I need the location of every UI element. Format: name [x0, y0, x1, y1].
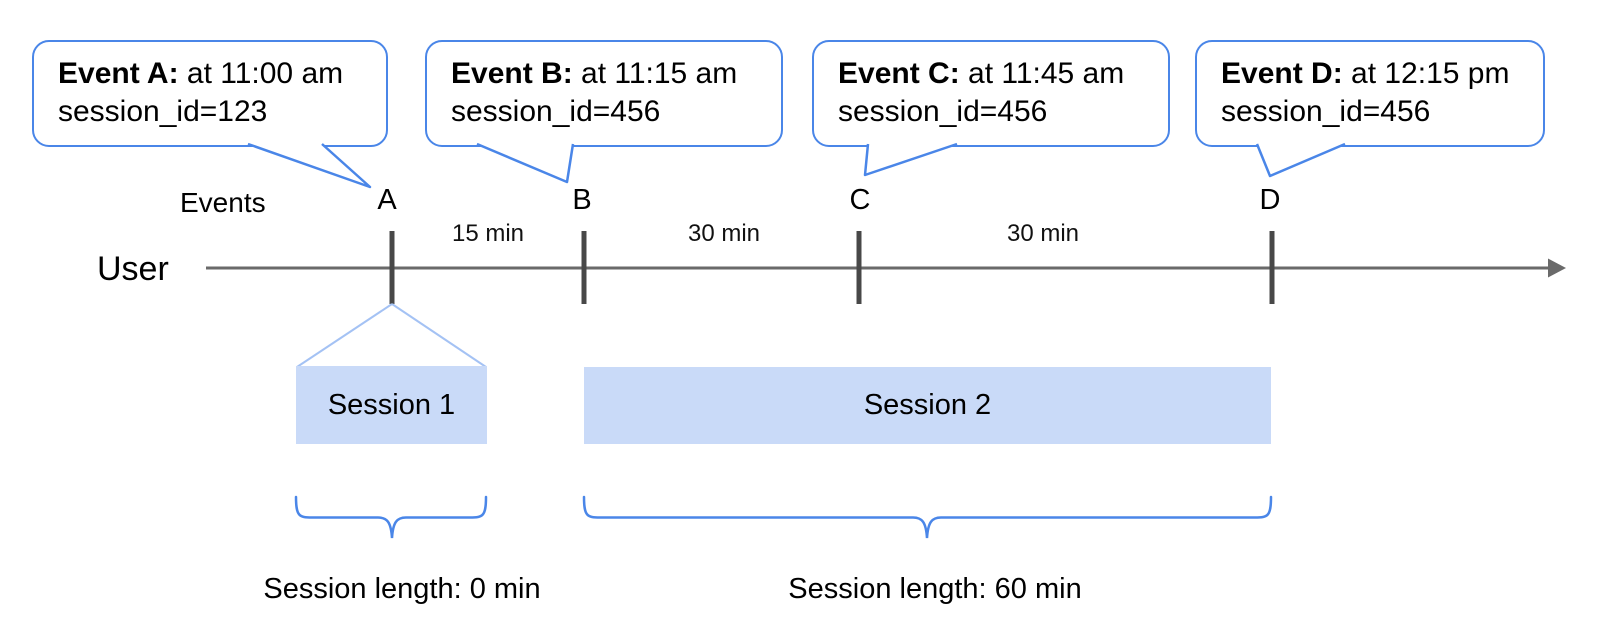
callout-event-time: at 11:00 am — [178, 57, 344, 90]
session-1-bar: Session 1 — [296, 366, 487, 444]
callout-event-c: Event C: at 11:45 am session_id=456 — [812, 40, 1170, 147]
callout-session-id: session_id=456 — [1221, 95, 1431, 128]
session-2-length-label: Session length: 60 min — [788, 573, 1082, 605]
callout-event-time: at 12:15 pm — [1342, 57, 1510, 90]
callout-event-d: Event D: at 12:15 pm session_id=456 — [1195, 40, 1545, 147]
session-1-label: Session 1 — [327, 388, 456, 421]
callout-event-title: Event A: — [58, 57, 179, 90]
session-2-bar: Session 2 — [584, 367, 1271, 444]
interval-label-bc: 30 min — [687, 220, 761, 247]
interval-label-ab: 15 min — [451, 220, 525, 247]
callout-session-id: session_id=456 — [838, 95, 1048, 128]
callout-line-1: Event D: at 12:15 pm — [1221, 55, 1525, 93]
callout-event-time: at 11:45 am — [959, 57, 1125, 90]
event-label-c: C — [849, 184, 871, 216]
interval-label-cd: 30 min — [1006, 220, 1080, 247]
callout-tail-d — [1255, 142, 1346, 178]
callout-line-1: Event B: at 11:15 am — [451, 55, 763, 93]
callout-tail-b — [476, 142, 575, 184]
user-row-label: User — [97, 250, 169, 288]
callout-event-time: at 11:15 am — [572, 57, 738, 90]
session-1-length-label: Session length: 0 min — [263, 573, 541, 605]
callout-session-id: session_id=123 — [58, 95, 268, 128]
event-label-a: A — [377, 184, 397, 216]
callout-line-1: Event A: at 11:00 am — [58, 55, 368, 93]
session-2-brace — [582, 495, 1273, 539]
event-label-d: D — [1259, 184, 1281, 216]
event-label-b: B — [572, 184, 592, 216]
callout-line-1: Event C: at 11:45 am — [838, 55, 1150, 93]
session-2-label: Session 2 — [863, 389, 992, 421]
callout-event-title: Event B: — [451, 57, 573, 90]
callout-session-id: session_id=456 — [451, 95, 661, 128]
callout-event-title: Event D: — [1221, 57, 1343, 90]
funnel-line-right — [391, 303, 487, 368]
session-1-brace — [294, 495, 488, 539]
callout-event-a: Event A: at 11:00 am session_id=123 — [32, 40, 388, 147]
callout-event-title: Event C: — [838, 57, 960, 90]
callout-tail-c — [863, 142, 958, 177]
callout-event-b: Event B: at 11:15 am session_id=456 — [425, 40, 783, 147]
funnel-line-left — [296, 303, 393, 368]
timeline-arrowhead-icon — [1548, 258, 1566, 278]
events-row-label: Events — [180, 187, 266, 218]
callout-tail-a — [247, 142, 372, 189]
